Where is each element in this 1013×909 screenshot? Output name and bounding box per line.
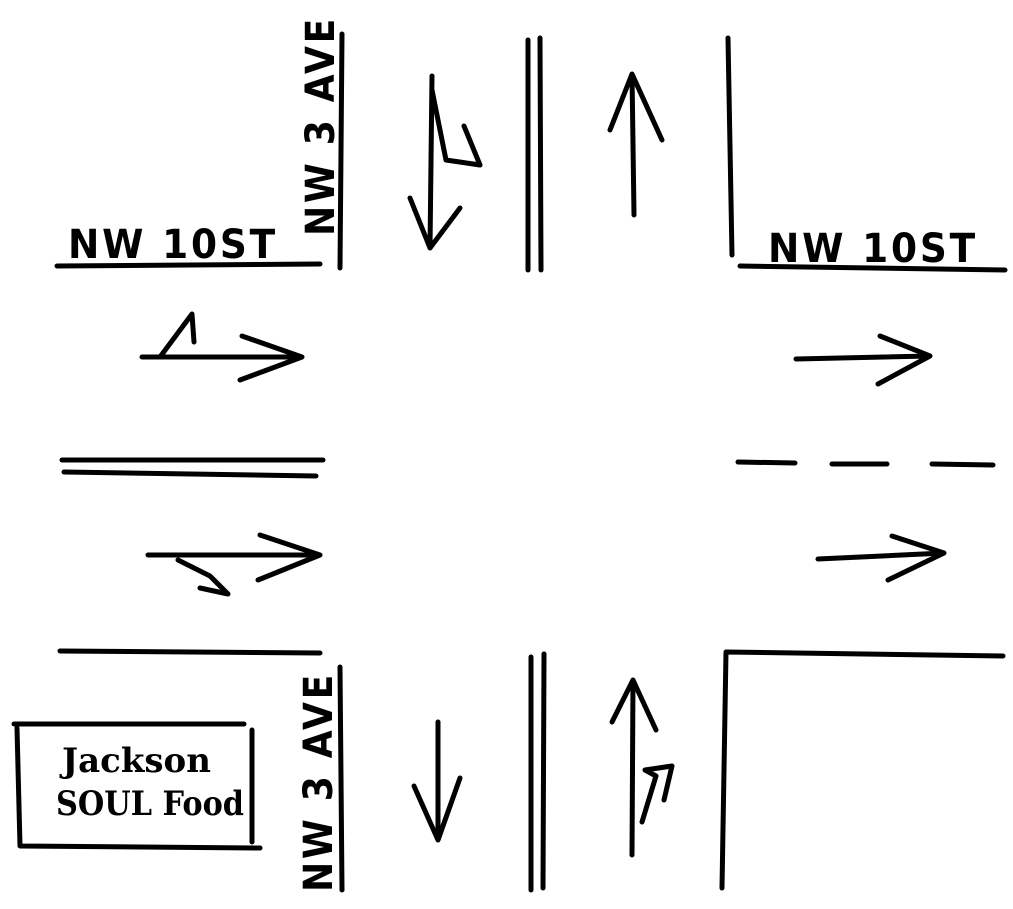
- arrow-west-eastbound-right: [145, 532, 323, 597]
- curb-sw-vertical: [337, 664, 345, 893]
- lane-arrows: [139, 71, 947, 858]
- arrow-north-northbound-through: [607, 71, 665, 218]
- arrow-north-southbound-left: [407, 73, 483, 251]
- curb-nw-horizontal: [54, 261, 323, 269]
- north-median-line-2: [537, 35, 544, 273]
- lane-markings: [59, 35, 996, 893]
- street-label-west: NW 10ST: [68, 222, 278, 268]
- west-median-line-2: [61, 469, 319, 479]
- arrow-west-eastbound-left: [139, 311, 305, 383]
- arrow-east-eastbound-1: [793, 333, 933, 387]
- curb-ne-horizontal: [737, 263, 1008, 273]
- curb-ne-vertical: [725, 35, 735, 258]
- arrow-east-eastbound-2: [815, 533, 947, 583]
- business-building: Jackson SOUL Food: [11, 721, 263, 851]
- arrow-south-northbound-right: [609, 677, 675, 858]
- street-label-east: NW 10ST: [768, 226, 978, 272]
- business-outline: [11, 721, 263, 851]
- business-name-line-1: Jackson: [59, 741, 211, 781]
- street-label-north: NW 3 AVE: [298, 16, 344, 236]
- east-dashed-lane-line: [735, 459, 996, 468]
- street-label-south: NW 3 AVE: [296, 672, 342, 892]
- business-name-line-2: SOUL Food: [56, 784, 244, 824]
- curb-nw-vertical: [337, 31, 345, 271]
- curb-sw-horizontal: [57, 648, 323, 656]
- curb-lines: [54, 31, 1008, 893]
- arrow-south-southbound-through: [411, 719, 463, 843]
- curb-se-corner: [719, 649, 1006, 891]
- south-median-line-2: [540, 651, 547, 891]
